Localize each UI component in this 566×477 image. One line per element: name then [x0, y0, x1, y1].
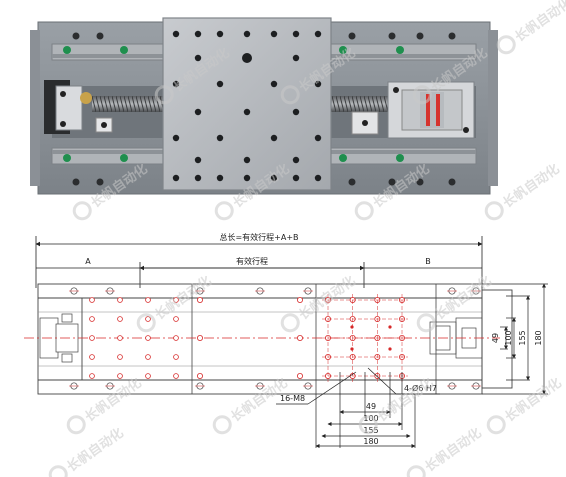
grid-left-hole — [173, 297, 179, 303]
plate-hole-9 — [292, 54, 300, 62]
grid-mid-hole — [196, 296, 203, 303]
plate-hole-28 — [270, 174, 278, 182]
plate-hole-17 — [172, 134, 180, 142]
grid-left-hole — [145, 297, 151, 303]
grid-left-hole — [89, 354, 95, 360]
hole-pattern-right — [322, 294, 408, 382]
ball-screw — [92, 96, 392, 112]
total-length-label: 总长=有效行程+A+B — [219, 232, 298, 242]
left-support-block — [44, 80, 113, 134]
plate-hole-20 — [314, 134, 322, 142]
linear-module-photo — [30, 17, 498, 195]
grid-left-hole — [89, 297, 95, 303]
dim-h-155: 155 — [363, 426, 378, 435]
plate-hole-24 — [172, 174, 180, 182]
plate-hole-26 — [216, 174, 224, 182]
dim-h-49: 49 — [366, 402, 376, 411]
grid-mid-hole — [296, 334, 303, 341]
plate-hole-30 — [314, 174, 322, 182]
hole-pattern-left — [89, 297, 179, 379]
dowel-holes-label: 4-Ø6 H7 — [404, 383, 437, 393]
plate-hole-11 — [216, 80, 224, 88]
plate-hole-27 — [243, 174, 251, 182]
callout-leaders — [276, 367, 440, 405]
grid-left-hole — [117, 354, 123, 360]
plate-hole-3 — [243, 30, 251, 38]
grid-left-hole — [89, 316, 95, 322]
grid-left-hole — [117, 373, 123, 379]
plate-hole-19 — [270, 134, 278, 142]
plate-hole-13 — [314, 80, 322, 88]
plate-hole-2 — [216, 30, 224, 38]
dowel-hole-3 — [388, 347, 392, 351]
plate-hole-5 — [292, 30, 300, 38]
dim-v-155: 155 — [518, 330, 527, 345]
grid-mid-hole — [196, 334, 203, 341]
grid-left-hole — [145, 335, 151, 341]
dimension-a-label: A — [85, 257, 91, 266]
dowel-hole-2 — [350, 347, 354, 351]
plate-hole-15 — [243, 108, 251, 116]
plate-hole-7 — [194, 54, 202, 62]
plate-hole-14 — [194, 108, 202, 116]
stroke-label: 有效行程 — [236, 256, 268, 266]
plate-hole-23 — [292, 156, 300, 164]
grid-left-hole — [173, 373, 179, 379]
grid-left-hole — [89, 335, 95, 341]
plate-hole-10 — [172, 80, 180, 88]
base-screws — [72, 32, 456, 186]
grid-left-hole — [117, 316, 123, 322]
grid-left-hole — [173, 335, 179, 341]
plate-hole-22 — [243, 156, 251, 164]
carriage-plate — [162, 17, 332, 191]
dowel-hole-0 — [350, 325, 354, 329]
mounting-holes — [172, 30, 322, 182]
grid-left-hole — [145, 354, 151, 360]
grid-left-hole — [117, 297, 123, 303]
grid-left-hole — [145, 316, 151, 322]
carriage-height-dimensions — [482, 283, 548, 395]
grid-mid-hole — [296, 372, 303, 379]
module-outline — [37, 283, 513, 395]
grid-mid-hole — [196, 372, 203, 379]
dim-h-180: 180 — [363, 437, 378, 446]
dimension-b-label: B — [425, 257, 431, 266]
grid-left-hole — [145, 373, 151, 379]
grid-left-hole — [117, 335, 123, 341]
plate-hole-21 — [194, 156, 202, 164]
plate-hole-25 — [194, 174, 202, 182]
plate-hole-18 — [216, 134, 224, 142]
plate-hole-16 — [292, 108, 300, 116]
dim-v-180: 180 — [534, 330, 543, 345]
hole-pattern-middle — [196, 296, 303, 379]
plate-hole-12 — [270, 80, 278, 88]
dim-v-49: 49 — [491, 333, 500, 343]
threaded-holes-label: 16-M8 — [280, 394, 305, 403]
grid-left-hole — [89, 373, 95, 379]
dim-v-100: 100 — [504, 330, 513, 345]
rail-mounting-holes — [69, 287, 481, 390]
grid-left-hole — [173, 316, 179, 322]
plate-hole-29 — [292, 174, 300, 182]
plate-hole-4 — [270, 30, 278, 38]
overall-length-dimension — [35, 236, 483, 288]
plate-hole-8 — [242, 53, 252, 63]
plate-hole-0 — [172, 30, 180, 38]
grid-mid-hole — [296, 296, 303, 303]
plate-hole-1 — [194, 30, 202, 38]
dowel-hole-1 — [388, 325, 392, 329]
grid-left-hole — [173, 354, 179, 360]
plate-hole-6 — [314, 30, 322, 38]
dim-h-100: 100 — [363, 414, 378, 423]
